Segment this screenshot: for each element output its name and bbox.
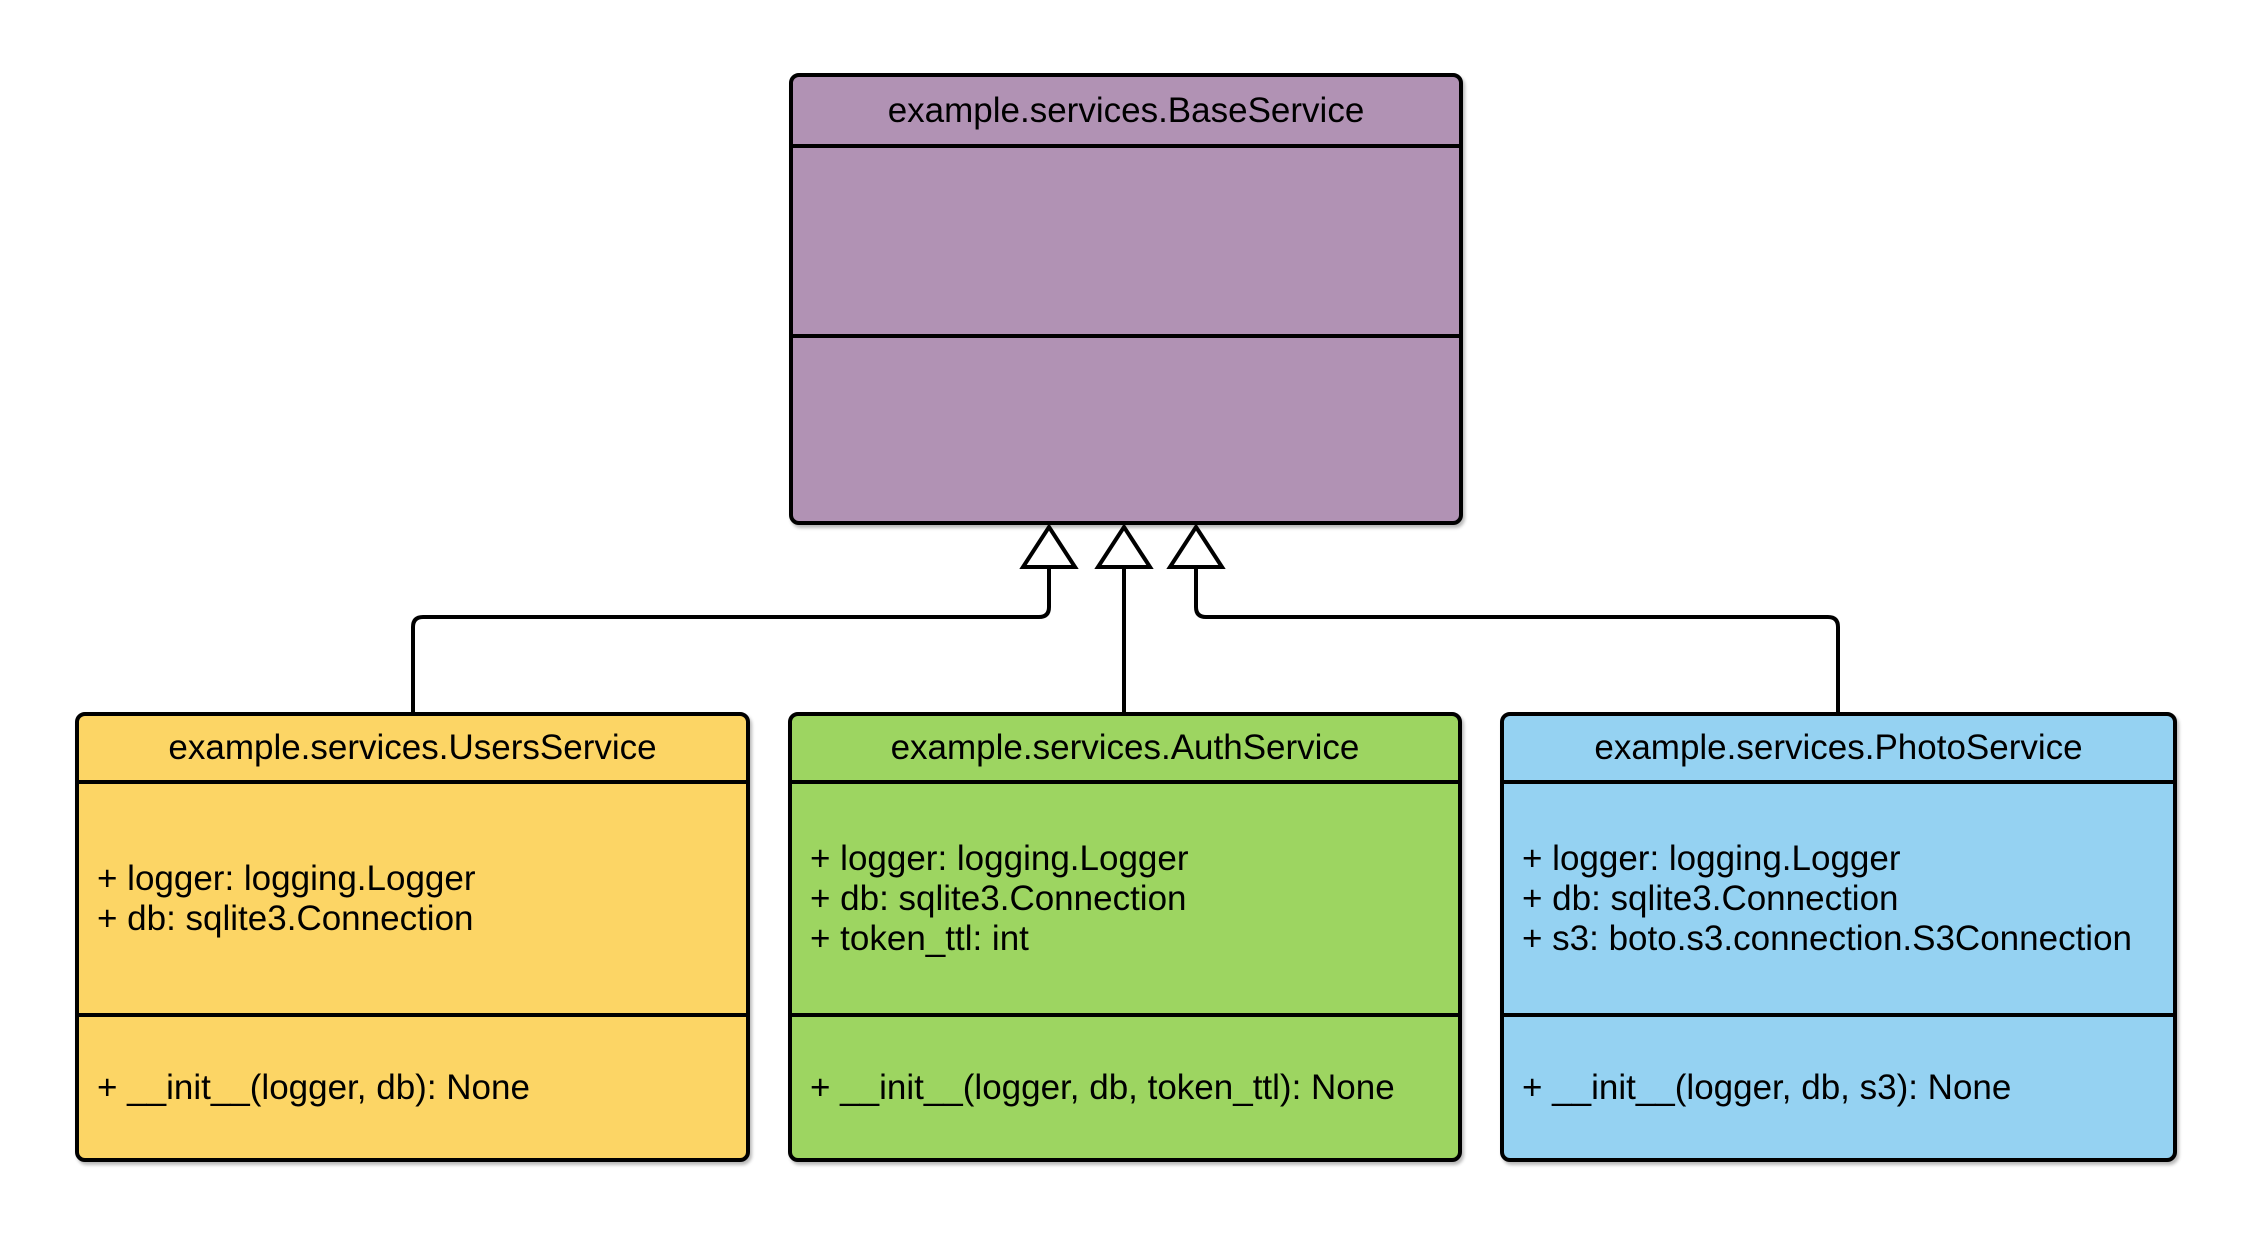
inheritance-arrowhead-authservice xyxy=(1094,523,1154,569)
member-line: + __init__(logger, db, token_ttl): None xyxy=(810,1067,1395,1107)
inheritance-arrowhead-usersservice xyxy=(1019,523,1079,569)
class-attributes-photoservice: + logger: logging.Logger+ db: sqlite3.Co… xyxy=(1504,784,2173,1017)
class-box-usersservice: example.services.UsersService + logger: … xyxy=(75,712,750,1162)
class-methods-baseservice xyxy=(793,338,1459,521)
member-line: + db: sqlite3.Connection xyxy=(97,898,474,938)
class-methods-photoservice: + __init__(logger, db, s3): None xyxy=(1504,1017,2173,1158)
class-attributes-authservice: + logger: logging.Logger+ db: sqlite3.Co… xyxy=(792,784,1458,1017)
class-methods-usersservice: + __init__(logger, db): None xyxy=(79,1017,746,1158)
class-attributes-usersservice: + logger: logging.Logger+ db: sqlite3.Co… xyxy=(79,784,746,1017)
class-attributes-baseservice xyxy=(793,148,1459,338)
member-line: + db: sqlite3.Connection xyxy=(810,878,1187,918)
inheritance-edge-usersservice xyxy=(411,565,1051,714)
member-line: + logger: logging.Logger xyxy=(97,858,476,898)
inheritance-edge-photoservice xyxy=(1194,565,1840,714)
member-line: + s3: boto.s3.connection.S3Connection xyxy=(1522,918,2133,958)
class-title-authservice: example.services.AuthService xyxy=(792,716,1458,784)
class-box-baseservice: example.services.BaseService xyxy=(789,73,1463,525)
class-methods-authservice: + __init__(logger, db, token_ttl): None xyxy=(792,1017,1458,1158)
member-line: + __init__(logger, db): None xyxy=(97,1067,530,1107)
class-title-usersservice: example.services.UsersService xyxy=(79,716,746,784)
member-line: + db: sqlite3.Connection xyxy=(1522,878,1899,918)
member-line: + __init__(logger, db, s3): None xyxy=(1522,1067,2012,1107)
member-line: + token_ttl: int xyxy=(810,918,1029,958)
inheritance-arrowhead-photoservice xyxy=(1166,523,1226,569)
class-box-photoservice: example.services.PhotoService + logger: … xyxy=(1500,712,2177,1162)
member-line: + logger: logging.Logger xyxy=(810,838,1189,878)
class-box-authservice: example.services.AuthService + logger: l… xyxy=(788,712,1462,1162)
class-title-baseservice: example.services.BaseService xyxy=(793,77,1459,148)
member-line: + logger: logging.Logger xyxy=(1522,838,1901,878)
class-title-photoservice: example.services.PhotoService xyxy=(1504,716,2173,784)
